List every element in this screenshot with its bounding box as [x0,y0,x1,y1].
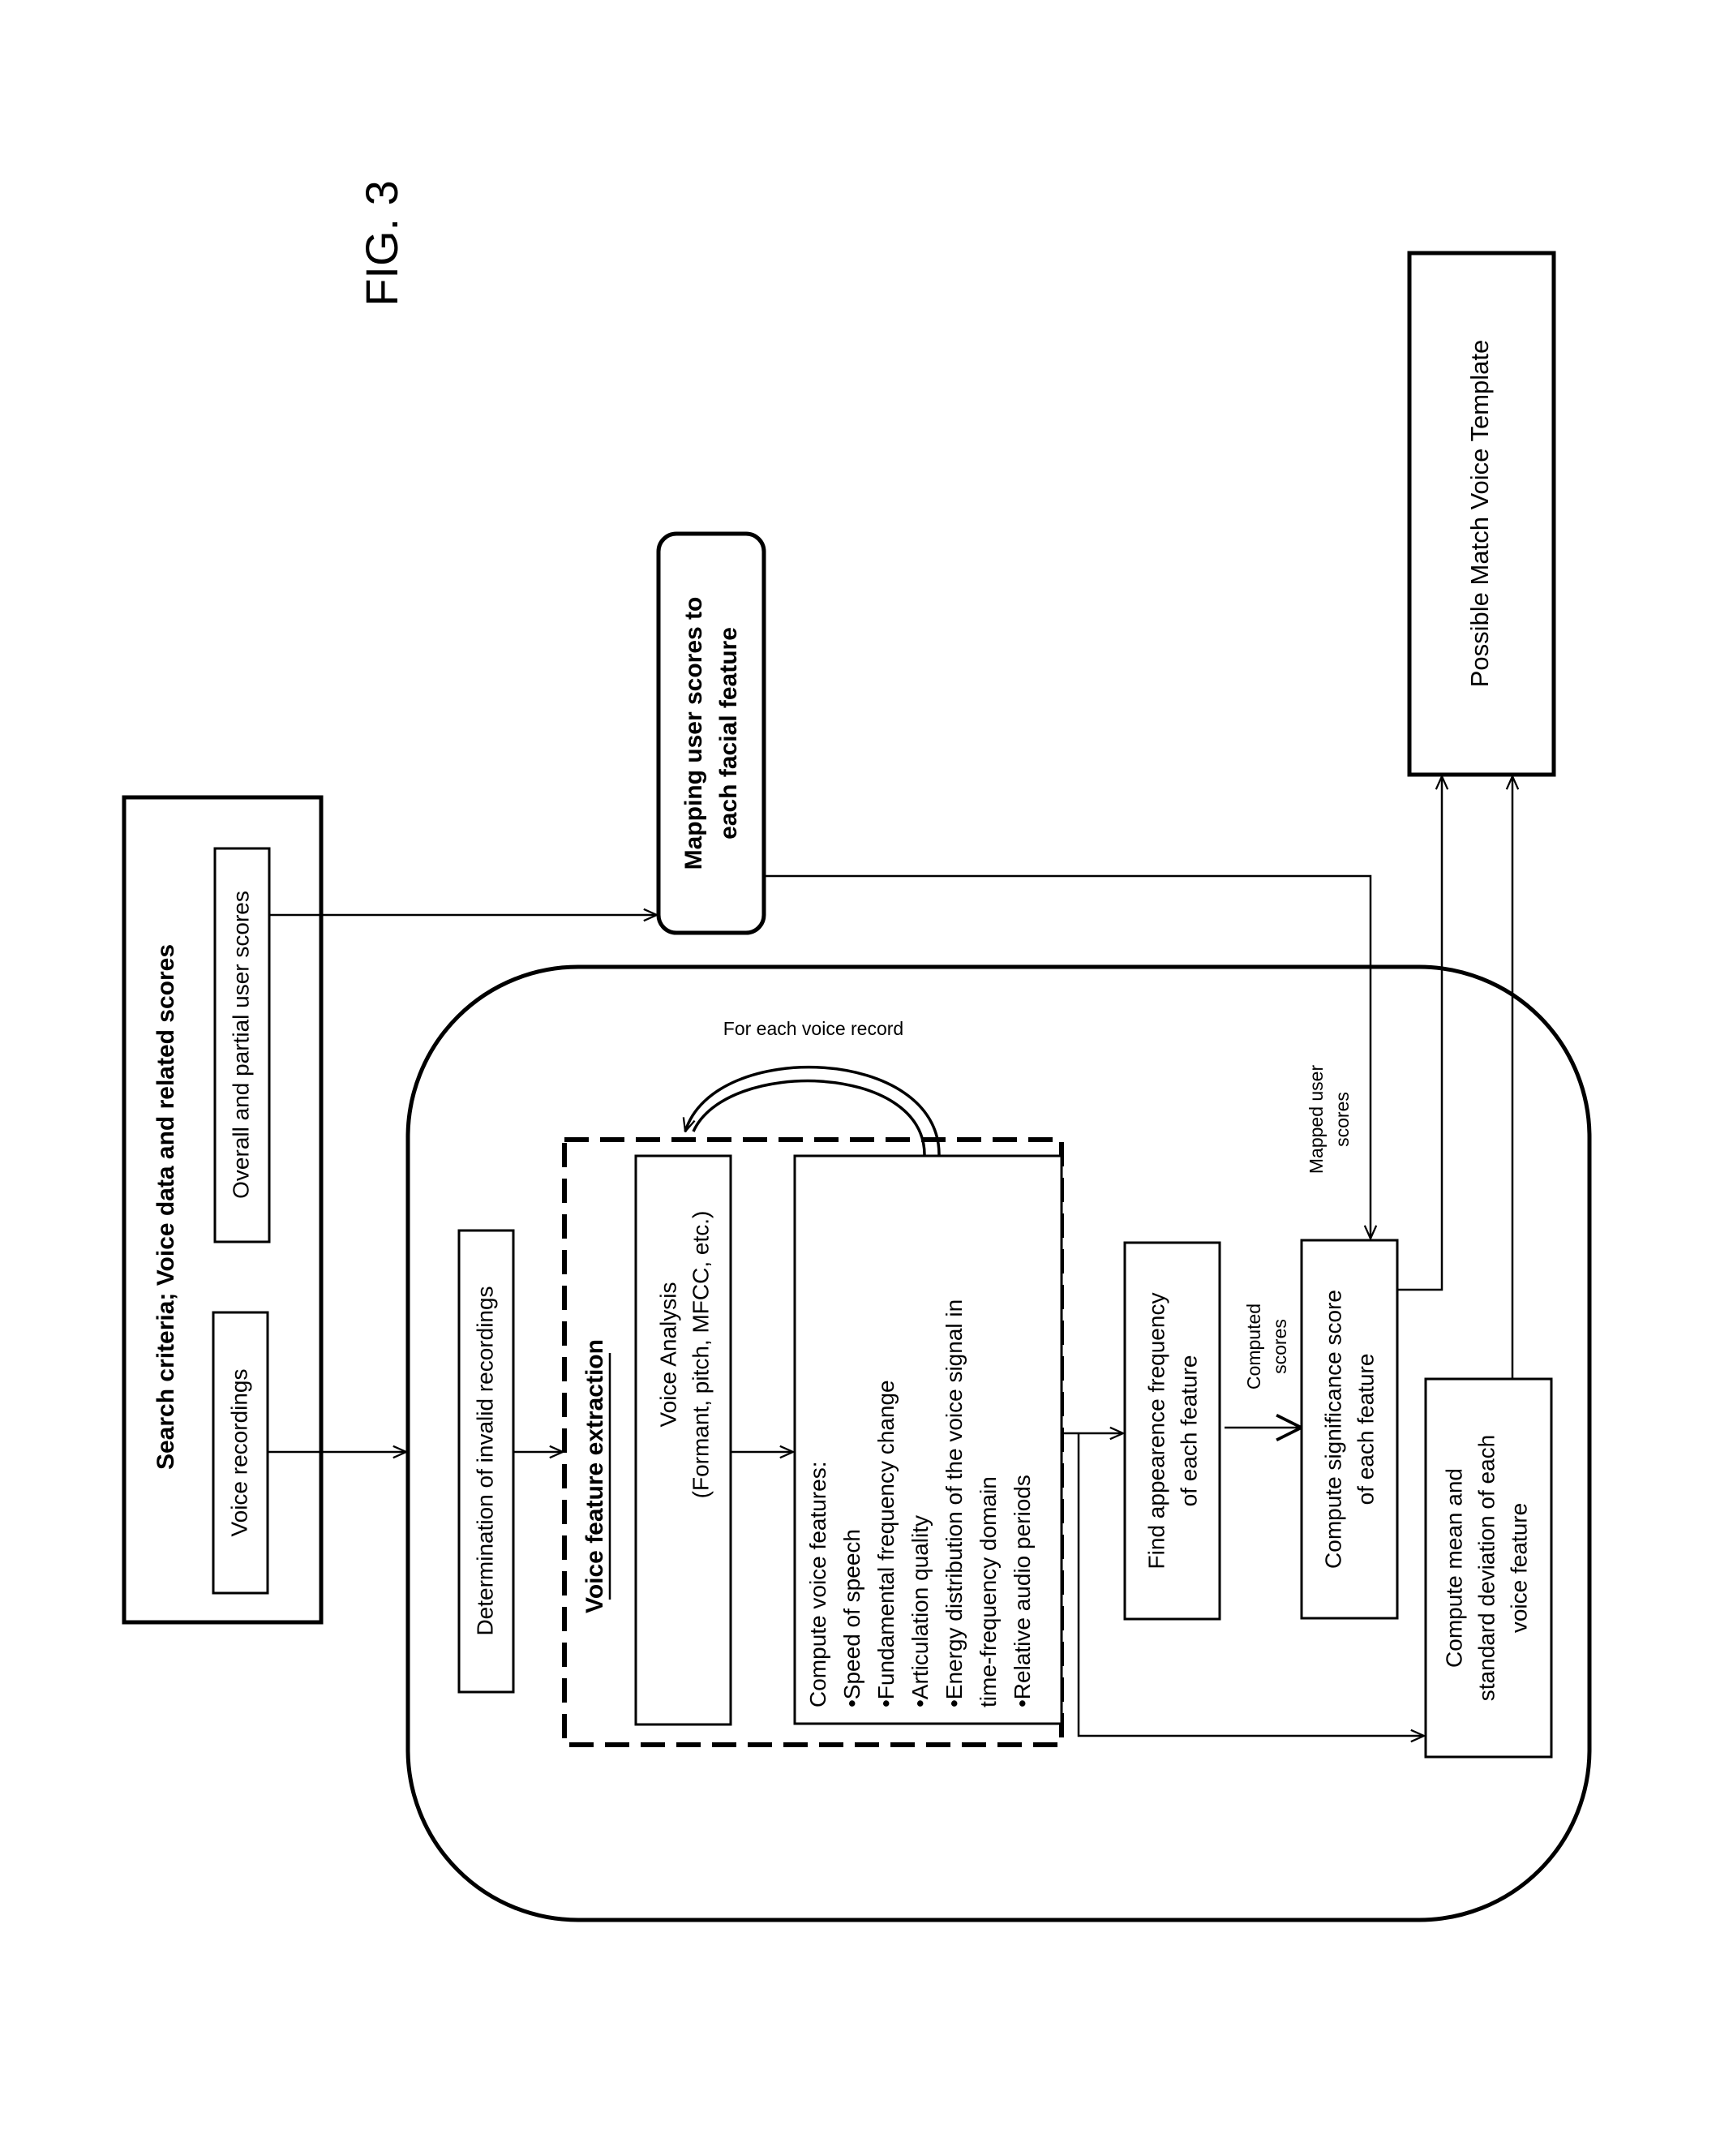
compute-line-1: Compute voice features: [805,1462,830,1708]
figure-label: FIG. 3 [356,180,407,307]
computed-scores-line-2: scores [1269,1319,1290,1374]
appearance-line-2: of each feature [1176,1355,1201,1507]
loop-arrow-inner [693,1081,924,1156]
mean-std-line-2: standard deviation of each [1473,1435,1499,1701]
voice-analysis-line-2: (Formant, pitch, MFCC, etc.) [688,1211,713,1499]
voice-analysis-box: Voice Analysis (Formant, pitch, MFCC, et… [636,1156,731,1724]
arrow-significance-to-match [1397,776,1442,1290]
compute-voice-features-box: Compute voice features: •Speed of speech… [795,1156,1062,1724]
compute-line-7: •Relative audio periods [1010,1475,1035,1707]
voice-recordings-box: Voice recordings [213,1312,268,1593]
compute-line-2: •Speed of speech [839,1529,864,1707]
mapping-line-2: each facial feature [715,627,742,840]
invalid-recordings-box: Determination of invalid recordings [459,1230,513,1692]
significance-line-1: Compute significance score [1320,1290,1345,1569]
appearance-frequency-box: Find appearence frequency of each featur… [1125,1243,1220,1619]
computed-scores-line-1: Computed [1243,1303,1264,1389]
mean-std-line-3: voice feature [1506,1503,1531,1633]
mapped-user-scores-line-2: scores [1332,1092,1353,1147]
compute-line-3: •Fundamental frequency change [873,1380,899,1707]
compute-line-4: •Articulation quality [907,1515,933,1707]
significance-line-2: of each feature [1353,1354,1378,1505]
voice-analysis-line-1: Voice Analysis [655,1282,680,1428]
significance-score-box: Compute significance score of each featu… [1302,1240,1397,1618]
mean-std-line-1: Compute mean and [1441,1468,1466,1668]
voice-feature-extraction-title: Voice feature extraction [581,1339,608,1613]
search-criteria-title: Search criteria; Voice data and related … [152,944,179,1470]
compute-line-5: •Energy distribution of the voice signal… [942,1299,967,1707]
mapping-line-1: Mapping user scores to [680,597,707,870]
compute-line-6: time-frequency domain [976,1476,1001,1707]
voice-recordings-label: Voice recordings [226,1368,251,1536]
possible-match-label: Possible Match Voice Template [1465,340,1494,688]
possible-match-box: Possible Match Voice Template [1409,253,1554,775]
mapped-user-scores-line-1: Mapped user [1306,1065,1327,1175]
appearance-line-1: Find appearence frequency [1143,1293,1169,1570]
mapping-user-scores-box: Mapping user scores to each facial featu… [658,534,764,933]
invalid-recordings-label: Determination of invalid recordings [472,1286,497,1635]
loop-label: For each voice record [723,1018,903,1039]
user-scores-label: Overall and partial user scores [228,891,253,1199]
user-scores-box: Overall and partial user scores [215,848,269,1242]
mean-std-box: Compute mean and standard deviation of e… [1426,1379,1551,1757]
